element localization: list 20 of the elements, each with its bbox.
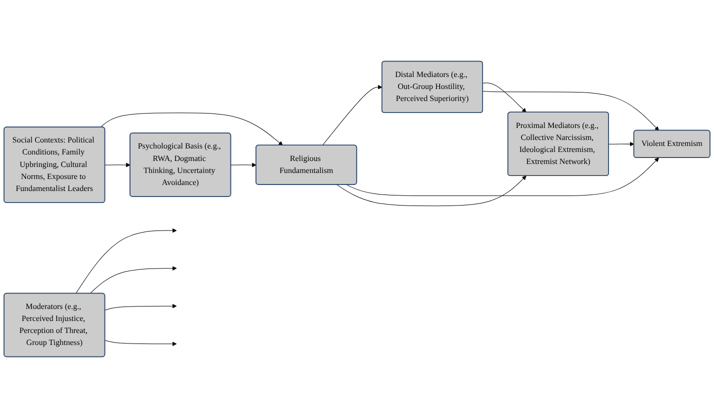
- arrow: [322, 84, 382, 146]
- process-box: Psychological Basis (e.g., RWA, Dogmatic Thinking, Uncertainty Avoidance): [130, 132, 232, 197]
- process-box: Religious Fundamentalism: [256, 144, 358, 185]
- arrow: [230, 162, 256, 168]
- arrow: [336, 176, 526, 206]
- arrow: [608, 142, 634, 146]
- arrow: [346, 158, 660, 196]
- arrow: [90, 266, 177, 294]
- process-box: Distal Mediators (e.g., Out-Group Hostility, Perceived Superiority): [382, 60, 484, 114]
- arrow: [76, 228, 177, 294]
- process-box: Social Contexts: Political Conditions, Family Upbringing, Cultural Norms, Exposure to Fundamentalist Leaders: [4, 126, 106, 203]
- arrow: [104, 162, 130, 168]
- arrow: [482, 82, 526, 113]
- process-box: Violent Extremism: [633, 130, 710, 158]
- process-box: Moderators (e.g., Perceived Injustice, Perception of Threat, Group Tightness): [4, 292, 106, 358]
- arrow: [100, 112, 283, 146]
- arrow: [104, 340, 177, 346]
- arrow: [104, 304, 177, 310]
- process-box: Proximal Mediators (e.g., Collective Narcissism, Ideological Extremism, Extremist Network): [507, 112, 609, 176]
- arrow: [482, 90, 660, 131]
